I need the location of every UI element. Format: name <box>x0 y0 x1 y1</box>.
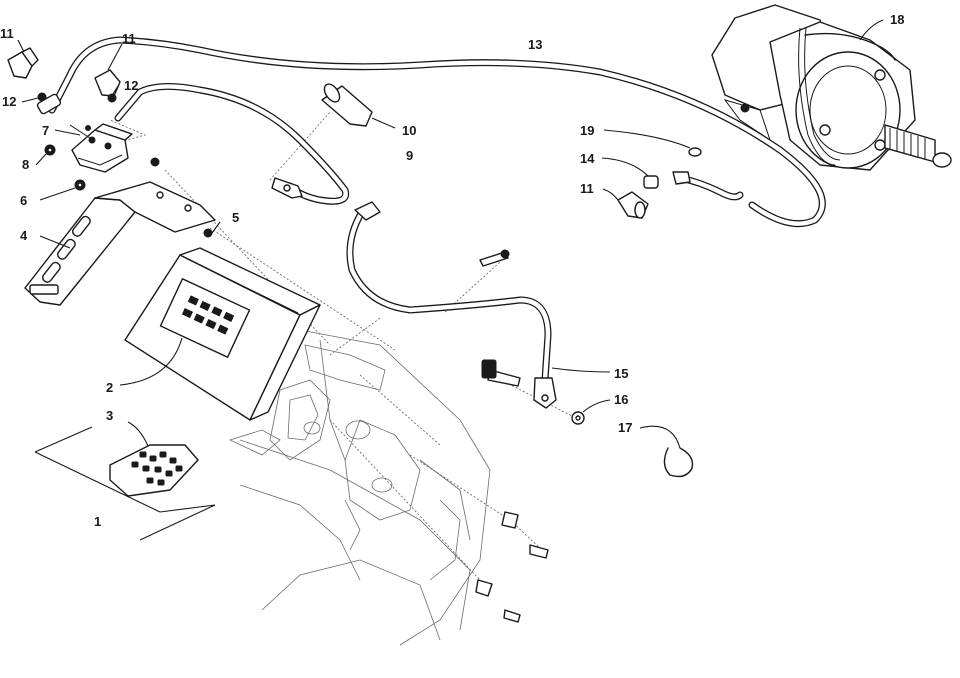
callout-2: 2 <box>106 380 113 395</box>
bolts-center <box>475 249 549 623</box>
fasteners-left <box>35 144 221 238</box>
callout-11-top: 11 <box>122 31 136 46</box>
battery <box>119 247 321 421</box>
starter-motor <box>711 4 952 171</box>
callout-4: 4 <box>20 228 28 243</box>
cable-15 <box>346 201 611 409</box>
callout-18: 18 <box>890 12 904 27</box>
callout-12-top: 12 <box>124 78 138 93</box>
clamp-17 <box>639 425 694 478</box>
callout-8: 8 <box>22 157 29 172</box>
callout-11-right: 11 <box>580 181 594 196</box>
callout-14: 14 <box>580 151 595 166</box>
callout-15: 15 <box>614 366 628 381</box>
callout-17: 17 <box>618 420 632 435</box>
callout-5: 5 <box>232 210 239 225</box>
terminal-caps-left <box>7 39 123 103</box>
starter-solenoid <box>54 123 133 173</box>
callout-3: 3 <box>106 408 113 423</box>
battery-hold-bracket <box>24 181 216 306</box>
callout-1: 1 <box>94 514 101 529</box>
callout-16: 16 <box>614 392 628 407</box>
callout-12-left: 12 <box>2 94 16 109</box>
callout-11-top-left: 11 <box>0 26 14 41</box>
washer-16 <box>571 399 611 425</box>
callout-10: 10 <box>402 123 416 138</box>
hardware-kit-tray <box>109 444 199 497</box>
terminal-parts-right <box>601 129 744 219</box>
callout-6: 6 <box>20 193 27 208</box>
callout-13: 13 <box>528 37 542 52</box>
cable-9 <box>114 83 350 205</box>
callout-7: 7 <box>42 123 49 138</box>
callout-19: 19 <box>580 123 594 138</box>
cable-13 <box>36 36 826 228</box>
hardware-kit-group <box>34 421 216 541</box>
callout-9: 9 <box>406 148 413 163</box>
callout-labels: 1 2 3 4 5 6 7 8 9 10 11 11 11 12 12 13 1… <box>0 12 904 529</box>
terminal-boot-10 <box>321 83 396 129</box>
